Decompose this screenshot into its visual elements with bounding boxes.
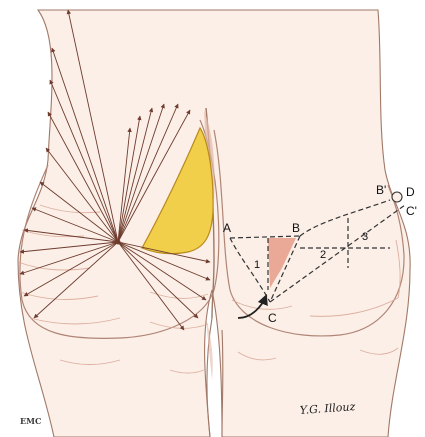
incision-line-bc [269, 235, 301, 303]
label-a: A [223, 221, 231, 235]
point-d-marker [391, 191, 403, 203]
label-d: D [406, 185, 415, 199]
incision-line-cc-prime [269, 204, 406, 303]
vector-arrow [31, 207, 119, 243]
vector-arrow [39, 181, 119, 243]
liposuction-vectors [19, 9, 211, 331]
vector-arrow [19, 241, 119, 275]
vector-arrow [47, 111, 119, 243]
vector-arrow [45, 147, 119, 243]
vector-arrow [117, 241, 211, 264]
triangle-excision [268, 238, 296, 288]
vector-arrow [23, 241, 119, 297]
right-buttock-outline [213, 129, 405, 337]
vector-arrow [117, 107, 154, 243]
cannula-entry-point [115, 239, 121, 245]
region-label-2: 2 [320, 249, 326, 261]
skin-shadow-lower [206, 318, 213, 380]
vector-arrow [117, 103, 165, 243]
incision-line-bb-prime [299, 199, 391, 237]
fat-excision-area [141, 126, 214, 255]
vector-arrow [23, 228, 119, 243]
artist-signature: Y.G. Illouz [299, 400, 356, 417]
left-buttock-outline [19, 119, 220, 339]
vector-arrow [117, 103, 179, 243]
rotation-arrow [237, 293, 268, 319]
label-b: B [292, 221, 300, 235]
vector-arrow [117, 109, 191, 243]
body-silhouette [17, 9, 411, 437]
right-thigh-inner [221, 329, 224, 437]
vector-arrow [66, 9, 119, 243]
vector-arrow [117, 241, 207, 301]
vector-arrow [51, 47, 119, 243]
flap-design [229, 191, 406, 319]
thigh-separation [206, 317, 213, 437]
label-c: C [268, 311, 277, 325]
publisher-logo: EMC [20, 416, 41, 426]
region-label-3: 3 [362, 231, 368, 243]
vector-arrow [117, 241, 211, 281]
vector-arrow [117, 241, 199, 319]
vector-arrow [117, 127, 132, 243]
region-label-1: 1 [254, 259, 260, 271]
vector-arrow [19, 241, 119, 254]
incision-line-ab [229, 235, 301, 239]
label-b-prime: B' [376, 183, 386, 197]
vector-arrow [117, 241, 185, 331]
label-c-prime: C' [406, 204, 417, 218]
vector-arrow [117, 115, 142, 243]
vector-arrow [49, 79, 119, 243]
vector-arrow [33, 241, 119, 319]
